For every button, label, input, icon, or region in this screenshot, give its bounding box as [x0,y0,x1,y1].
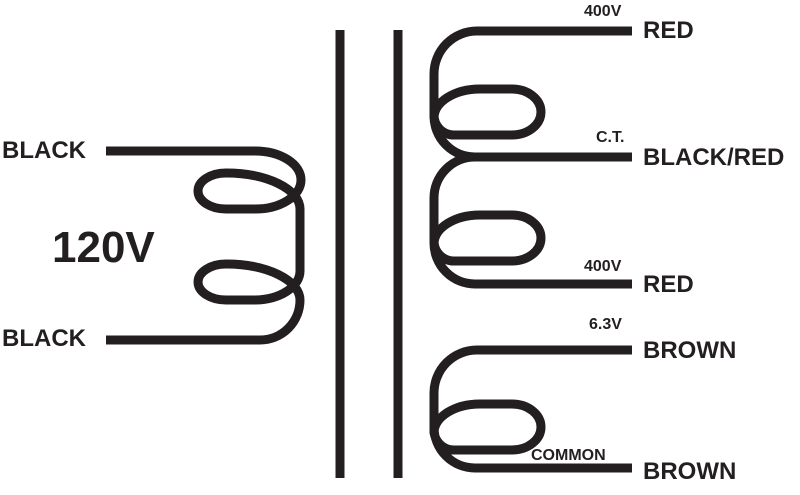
center-tap-tag: C.T. [596,129,625,146]
primary-top-wire-label: BLACK [2,137,86,164]
heater-bottom-wire-label: BROWN [643,458,737,485]
primary-voltage-label: 120V [52,223,155,272]
hv-top-voltage-label: 400V [584,3,622,20]
heater-common-tag: COMMON [531,447,606,464]
hv-bottom-voltage-label: 400V [584,258,622,275]
secondary-hv-lower-winding [429,152,632,289]
primary-bottom-wire-label: BLACK [2,325,86,352]
heater-top-wire-label: BROWN [643,337,737,364]
hv-bottom-wire-label: RED [643,271,694,298]
primary-winding [106,146,306,345]
secondary-heater-winding [429,345,632,473]
heater-top-voltage-label: 6.3V [589,316,622,333]
secondary-hv-winding [429,26,632,162]
center-tap-wire-label: BLACK/RED [643,144,785,171]
hv-top-wire-label: RED [643,17,694,44]
